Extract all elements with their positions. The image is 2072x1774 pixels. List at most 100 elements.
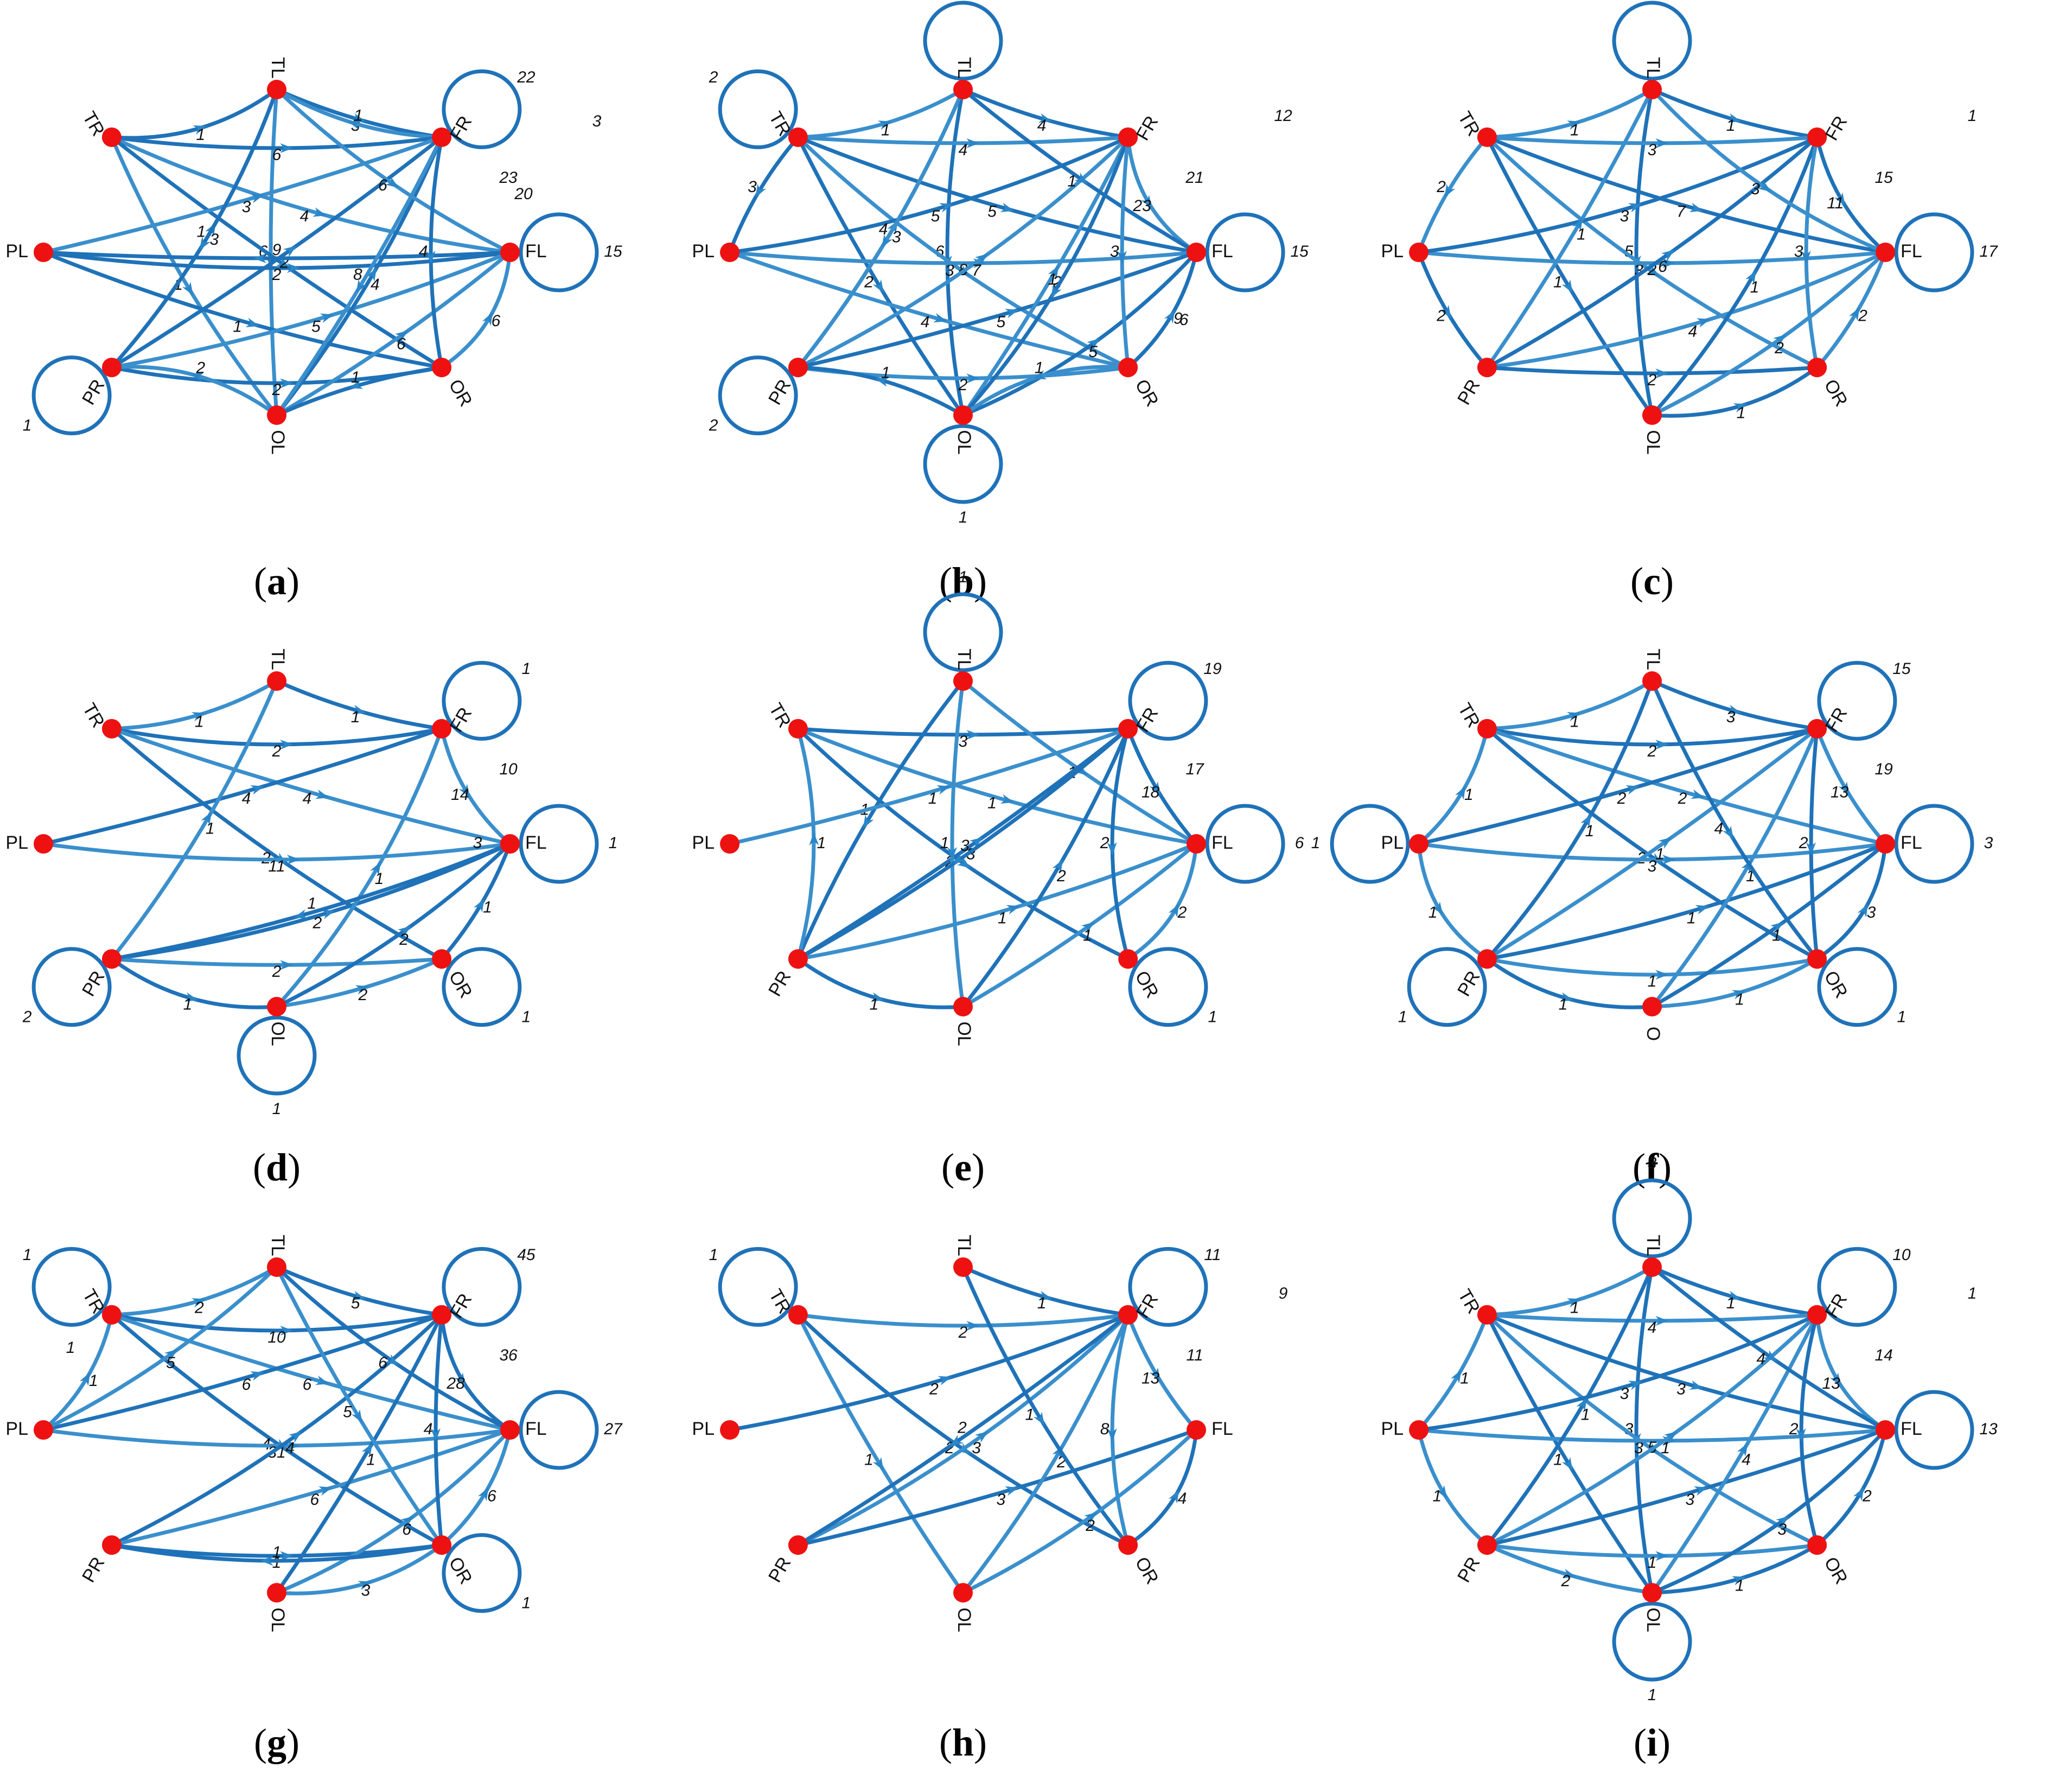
- edge-weight-FL-PL: 9: [272, 241, 282, 259]
- edge-arrow-OL-OR: [355, 985, 369, 995]
- edge-weight-TR-OL: 1: [1553, 274, 1563, 291]
- edge-weight-OL-FL: 3: [1777, 1521, 1787, 1538]
- self-loop-weight-OR: 1: [1208, 1008, 1217, 1026]
- edge-PR-FL: [796, 250, 1198, 370]
- edge-arrow-PL-FR: [1628, 1381, 1642, 1390]
- edge-weight-OL-OR: 3: [361, 1581, 371, 1599]
- caption-open: (: [254, 559, 267, 603]
- edge-arrow-OL-OR: [1732, 1576, 1746, 1586]
- edge-O-OR: [1650, 957, 1819, 1009]
- edge-weight-PL-FR: 3: [242, 198, 251, 216]
- edge-arrow-TR-FL: [313, 207, 327, 217]
- edge-TL-FL: [275, 1265, 512, 1432]
- edge-arrow-TR-TL: [1567, 1298, 1581, 1308]
- edge-weight-OL-FL: 2: [1085, 1517, 1095, 1535]
- caption-close: ): [286, 1721, 299, 1764]
- node-FL: [1876, 243, 1895, 262]
- edge-weight-PL-PR: 2: [1436, 307, 1446, 325]
- caption-close: ): [972, 1146, 985, 1189]
- self-loop-FL: [1894, 212, 1974, 293]
- caption-open: (: [253, 1146, 266, 1189]
- edge-PR-TL: [1485, 1265, 1654, 1547]
- node-label-OR: OR: [444, 968, 476, 1002]
- edge-arrow-PL-TR: [79, 1372, 91, 1386]
- edge-weight-FR-OR: 3: [1794, 243, 1803, 260]
- self-loop-weight-TR: 1: [23, 1246, 32, 1264]
- edge-arrow-OL-FL: [1087, 338, 1100, 350]
- edge-PR-TL: [110, 679, 279, 961]
- edge-OL-FL: [961, 842, 1198, 1009]
- edge-weight-TR-OR: 3: [1634, 1439, 1643, 1457]
- self-loop-weight-FR: 1: [522, 660, 531, 678]
- edge-PR-TL: [1485, 87, 1654, 370]
- self-loop-OR: [442, 1533, 522, 1613]
- edge-weight-FR-OR: 4: [419, 243, 428, 260]
- edge-weight-TR-FL: 3: [1676, 1381, 1686, 1398]
- edge-FR-FL: [1126, 135, 1198, 255]
- self-loop-OR: [442, 947, 522, 1027]
- node-label-PR: PR: [764, 968, 795, 1000]
- self-loop-weight-PR: 1: [1398, 1008, 1407, 1026]
- node-FL: [1187, 243, 1206, 262]
- node-FR: [1807, 718, 1827, 739]
- edge-weight-PL-FL: 2: [272, 266, 282, 284]
- node-label-TL: TL: [954, 57, 974, 79]
- self-loop-OL: [237, 1015, 317, 1096]
- node-label-PL: PL: [1381, 1419, 1404, 1439]
- node-label-PR: PR: [764, 1554, 795, 1586]
- node-OR: [1118, 949, 1138, 969]
- edge-TR-OR: [110, 727, 444, 961]
- edge-arrow-FR-OR: [1117, 251, 1127, 264]
- edge-OL-FL: [1650, 1428, 1888, 1595]
- edge-arrow-OR-FL: [1848, 307, 1860, 321]
- edge-weight-PL-FR: 3: [1620, 1385, 1629, 1403]
- edge-weight-FR-PR: 3: [960, 837, 970, 855]
- edge-arrow-TR-FL: [315, 1375, 329, 1385]
- edge-arrow-PR-OR: [280, 1551, 294, 1561]
- edge-weight-TL-OR: 5: [343, 1403, 352, 1421]
- edge-arrow-FR-OL: [356, 279, 367, 294]
- node-label-OR: OR: [1131, 376, 1162, 410]
- edge-weight-PR-OL: 2: [1561, 1572, 1571, 1590]
- extra-weight-label: 20: [514, 185, 533, 203]
- edge-PL-PR: [1417, 842, 1489, 961]
- edge-OL-FR: [275, 1313, 444, 1595]
- edge-arrow-OR-FL: [477, 1487, 489, 1501]
- edge-arrow-OL-FR: [1052, 859, 1063, 873]
- edge-arrow-TR-OL: [872, 1457, 884, 1471]
- edge-arrow-PL-FR: [938, 1376, 952, 1385]
- edge-weight-PR-TL: 3: [210, 231, 219, 249]
- self-loop-weight-OL: 1: [272, 1100, 282, 1118]
- edge-PL-TR: [1417, 727, 1489, 846]
- self-loop-OR: [1817, 947, 1897, 1027]
- node-label-PL: PL: [5, 832, 28, 853]
- edge-TR-FR: [1485, 727, 1819, 747]
- extra-weight-label: 3: [473, 834, 482, 852]
- self-loop-weight-OR: 1: [522, 1008, 531, 1026]
- self-loop-weight-PR: 2: [709, 417, 718, 435]
- edge-weight-PL-FR: 4: [242, 790, 251, 807]
- edge-PL-FR: [41, 1313, 444, 1432]
- edge-weight-PL-FR: 2: [1617, 790, 1627, 807]
- edge-weight-PR-FL: 6: [310, 1491, 320, 1509]
- edge-arrow-TR-FR: [280, 1326, 294, 1336]
- edge-arrow-TL-FL: [1763, 1350, 1777, 1362]
- edge-arrow-PL-FR: [936, 785, 951, 795]
- edge-TR-OR: [796, 135, 1130, 370]
- node-FR: [1807, 1305, 1827, 1325]
- node-OL: [267, 997, 286, 1016]
- self-loop-FR: [442, 660, 522, 741]
- node-label-FL: FL: [1901, 832, 1922, 853]
- edge-arrow-OL-PR: [190, 372, 205, 382]
- edge-weight-TR-OL: 1: [864, 1451, 874, 1469]
- self-loop-FR: [442, 1247, 522, 1327]
- edge-arrow-FR-FL: [1838, 781, 1850, 796]
- extra-weight-label: 1: [1968, 1285, 1977, 1302]
- self-loop-OL: [923, 424, 1003, 504]
- edge-arrow-TL-FR: [352, 704, 366, 715]
- extra-weight-label: 11: [1186, 1346, 1203, 1364]
- edge-arrow-PR-OR: [280, 960, 294, 970]
- self-loop-weight-FR: 10: [1892, 1246, 1911, 1264]
